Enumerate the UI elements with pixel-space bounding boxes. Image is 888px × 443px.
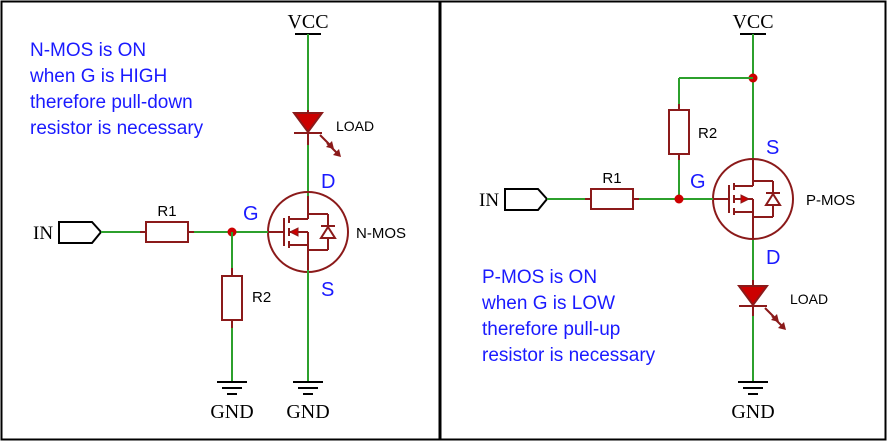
right-note-line-1: P-MOS is ON <box>482 267 597 288</box>
left-input-port-icon <box>58 221 103 244</box>
right-source-label: S <box>766 137 779 159</box>
right-drain-label: D <box>766 247 780 269</box>
right-panel-frame <box>439 0 887 441</box>
left-annotation: N-MOS is ON when G is HIGH therefore pul… <box>29 40 204 139</box>
right-r2-label: R2 <box>698 125 717 142</box>
right-note-line-2: when G is LOW <box>481 293 615 314</box>
pmos-transistor-icon <box>712 158 794 240</box>
left-source-label: S <box>321 279 334 301</box>
right-annotation: P-MOS is ON when G is LOW therefore pull… <box>481 267 656 366</box>
right-gate-junction-dot <box>674 194 684 204</box>
left-gnd-icon-1 <box>217 381 247 395</box>
left-gnd-icon-2 <box>293 381 323 395</box>
right-gnd-label: GND <box>731 401 774 423</box>
left-note-line-3: therefore pull-down <box>30 92 193 113</box>
left-r2-resistor-icon <box>221 275 243 321</box>
left-vcc-label: VCC <box>287 11 328 33</box>
left-r2-label: R2 <box>252 289 271 306</box>
right-vcc-label: VCC <box>732 11 773 33</box>
left-note-line-2: when G is HIGH <box>29 66 167 87</box>
right-r2-resistor-icon <box>668 109 690 155</box>
pmos-label: P-MOS <box>806 192 855 209</box>
left-input-label: IN <box>33 223 53 244</box>
right-led-icon <box>737 280 786 330</box>
right-input-port-icon <box>504 188 549 211</box>
right-r1-resistor-icon <box>590 188 634 210</box>
left-gnd-label-2: GND <box>286 401 329 423</box>
left-load-label: LOAD <box>336 118 374 134</box>
left-gate-label: G <box>243 203 259 225</box>
left-circuit: N-MOS is ON when G is HIGH therefore pul… <box>29 11 406 423</box>
right-load-label: LOAD <box>790 291 828 307</box>
left-led-icon <box>292 110 341 157</box>
left-gnd-label-1: GND <box>210 401 253 423</box>
right-note-line-3: therefore pull-up <box>482 319 620 340</box>
left-r1-resistor-icon <box>145 221 189 243</box>
left-r1-label: R1 <box>157 203 176 220</box>
right-note-line-4: resistor is necessary <box>482 345 656 366</box>
right-gnd-icon <box>738 381 768 395</box>
right-input-label: IN <box>479 190 499 211</box>
right-gate-label: G <box>690 171 706 193</box>
right-circuit: VCC R2 <box>479 11 855 423</box>
right-r1-label: R1 <box>602 170 621 187</box>
left-drain-label: D <box>321 171 335 193</box>
nmos-label: N-MOS <box>356 225 406 242</box>
left-note-line-4: resistor is necessary <box>30 118 204 139</box>
left-note-line-1: N-MOS is ON <box>30 40 146 61</box>
nmos-transistor-icon <box>267 191 349 273</box>
